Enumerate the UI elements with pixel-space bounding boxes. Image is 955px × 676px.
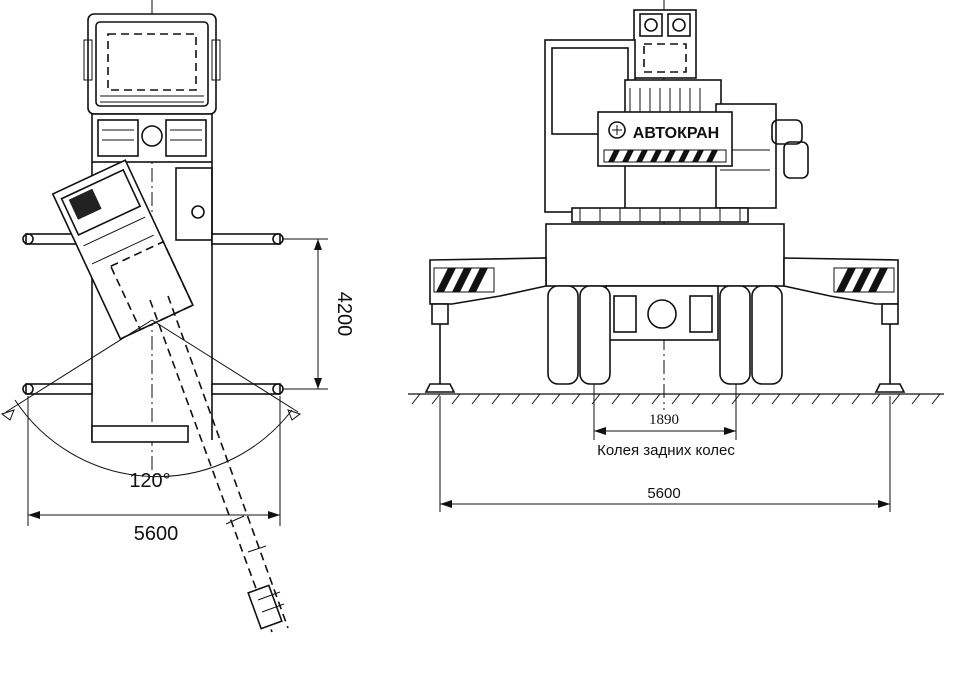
left-outrigger: [424, 257, 547, 393]
autocrane-sign: [597, 111, 733, 167]
dim-5600-rear: [439, 396, 891, 512]
dim-1890: [593, 384, 737, 440]
crane-boom: [149, 295, 289, 633]
dim-5600-rear-label: 5600: [647, 485, 680, 502]
rear-track-label: Колея задних колес: [597, 442, 735, 459]
rear-wheels: [547, 285, 783, 385]
truck-cab: [83, 13, 221, 115]
dim-4200-label: 4200: [333, 292, 355, 337]
dim-4200: [282, 238, 328, 390]
swing-angle-label: 120°: [129, 470, 170, 492]
rear-chassis: [545, 223, 785, 341]
dim-5600-top-label: 5600: [134, 523, 179, 545]
swing-arc: [0, 319, 302, 478]
autocrane-sign-text: АВТОКРАН: [633, 125, 719, 142]
slewing-ring: [571, 207, 749, 223]
boom-head: [633, 9, 697, 79]
top-view: 4200 120° 5600: [0, 0, 355, 633]
truck-engine: [91, 113, 213, 163]
dim-1890-label: 1890: [649, 412, 679, 428]
dim-5600-top: [27, 396, 281, 526]
crane-turntable: [51, 159, 194, 341]
right-outrigger: [783, 257, 906, 393]
rear-view: АВТОКРАН: [408, 0, 944, 512]
crane-cab: [544, 39, 809, 213]
ground: [408, 393, 944, 405]
